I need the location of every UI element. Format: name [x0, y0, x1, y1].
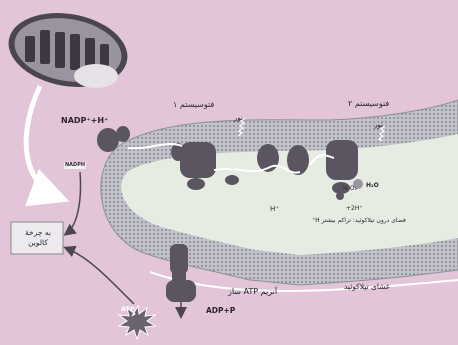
atp-synthase-label: آنزیم ATP ساز	[228, 288, 277, 296]
chloroplast-icon	[3, 4, 134, 96]
photosystem1-label: فتوسیستم ۱	[173, 101, 214, 109]
light2-label: نور	[374, 122, 383, 129]
nadph-to-calvin-arrow	[66, 172, 80, 234]
nadph-label: NADPH	[64, 162, 86, 169]
photosystem2-label: فتوسیستم ۲	[348, 100, 389, 108]
zoom-arrow	[26, 86, 60, 198]
proton-release-label: +2H⁺	[346, 206, 363, 212]
lumen-space-label: فضای درون تیلاکوئید: تراکم بیشتر H⁺	[312, 218, 406, 224]
nadp-label: NADP⁺+H⁺	[61, 117, 108, 125]
atp-to-calvin-arrow	[66, 248, 134, 304]
lumen-proton-label: H⁺	[270, 206, 279, 213]
h2o-label: H₂O	[366, 183, 379, 189]
atp-label: ATP	[121, 306, 135, 313]
light1-label: نور	[234, 115, 243, 122]
calvin-cycle-label: به چرخهٔ کالوین	[15, 228, 61, 248]
oxygen-icon	[336, 192, 344, 200]
oxygen-label: ½ O₂	[342, 186, 357, 192]
adp-label: ADP+P	[206, 307, 235, 315]
thylakoid-membrane-label: غشای تیلاکوئید	[344, 283, 390, 291]
